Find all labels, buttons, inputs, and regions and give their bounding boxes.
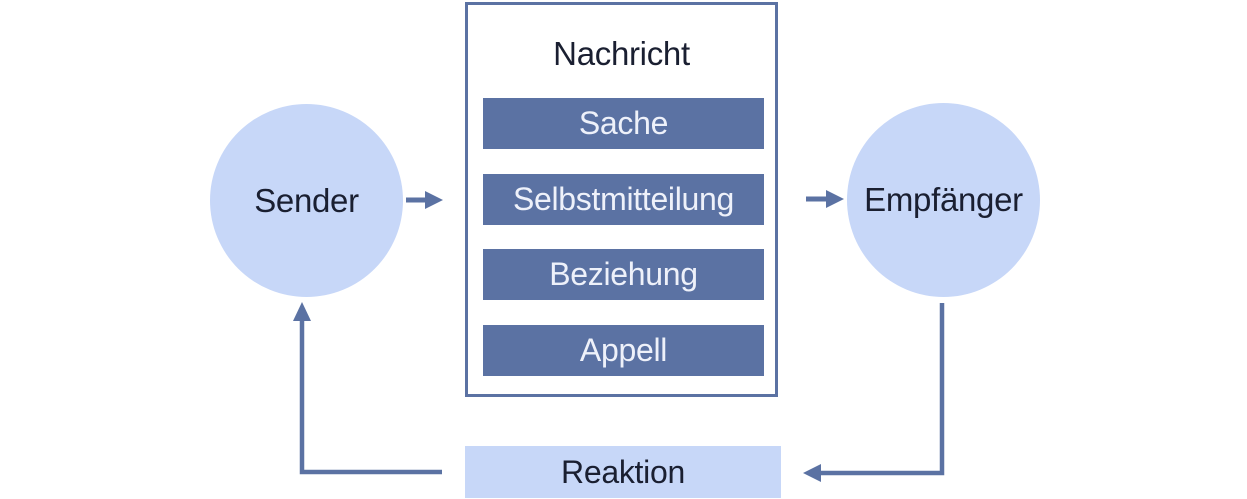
message-aspect-selbstmitteilung: Selbstmitteilung — [483, 174, 764, 225]
message-aspect-beziehung: Beziehung — [483, 249, 764, 300]
aspect-label: Appell — [579, 332, 668, 368]
message-box: Nachricht Sache Selbstmitteilung Beziehu… — [465, 2, 778, 397]
aspect-label: Beziehung — [549, 256, 698, 292]
message-title: Nachricht — [553, 35, 690, 72]
empfaenger-label: Empfänger — [864, 181, 1023, 218]
right-arrow-icon-message-to-empfaenger — [806, 190, 844, 208]
sender-node: Sender — [210, 104, 403, 297]
aspect-label: Sache — [578, 105, 669, 141]
reaktion-bar: Reaktion — [465, 446, 781, 498]
empfaenger-node: Empfänger — [847, 103, 1040, 297]
right-arrow-icon-sender-to-message — [406, 191, 443, 209]
reaktion-label: Reaktion — [561, 453, 685, 490]
aspect-label: Selbstmitteilung — [512, 181, 735, 217]
message-aspect-sache: Sache — [483, 98, 764, 149]
message-aspect-appell: Appell — [483, 325, 764, 376]
down-left-arrow-icon-empfaenger-to-reaktion — [803, 303, 945, 482]
sender-label: Sender — [254, 181, 359, 219]
left-up-arrow-icon-reaktion-to-sender — [293, 302, 442, 475]
